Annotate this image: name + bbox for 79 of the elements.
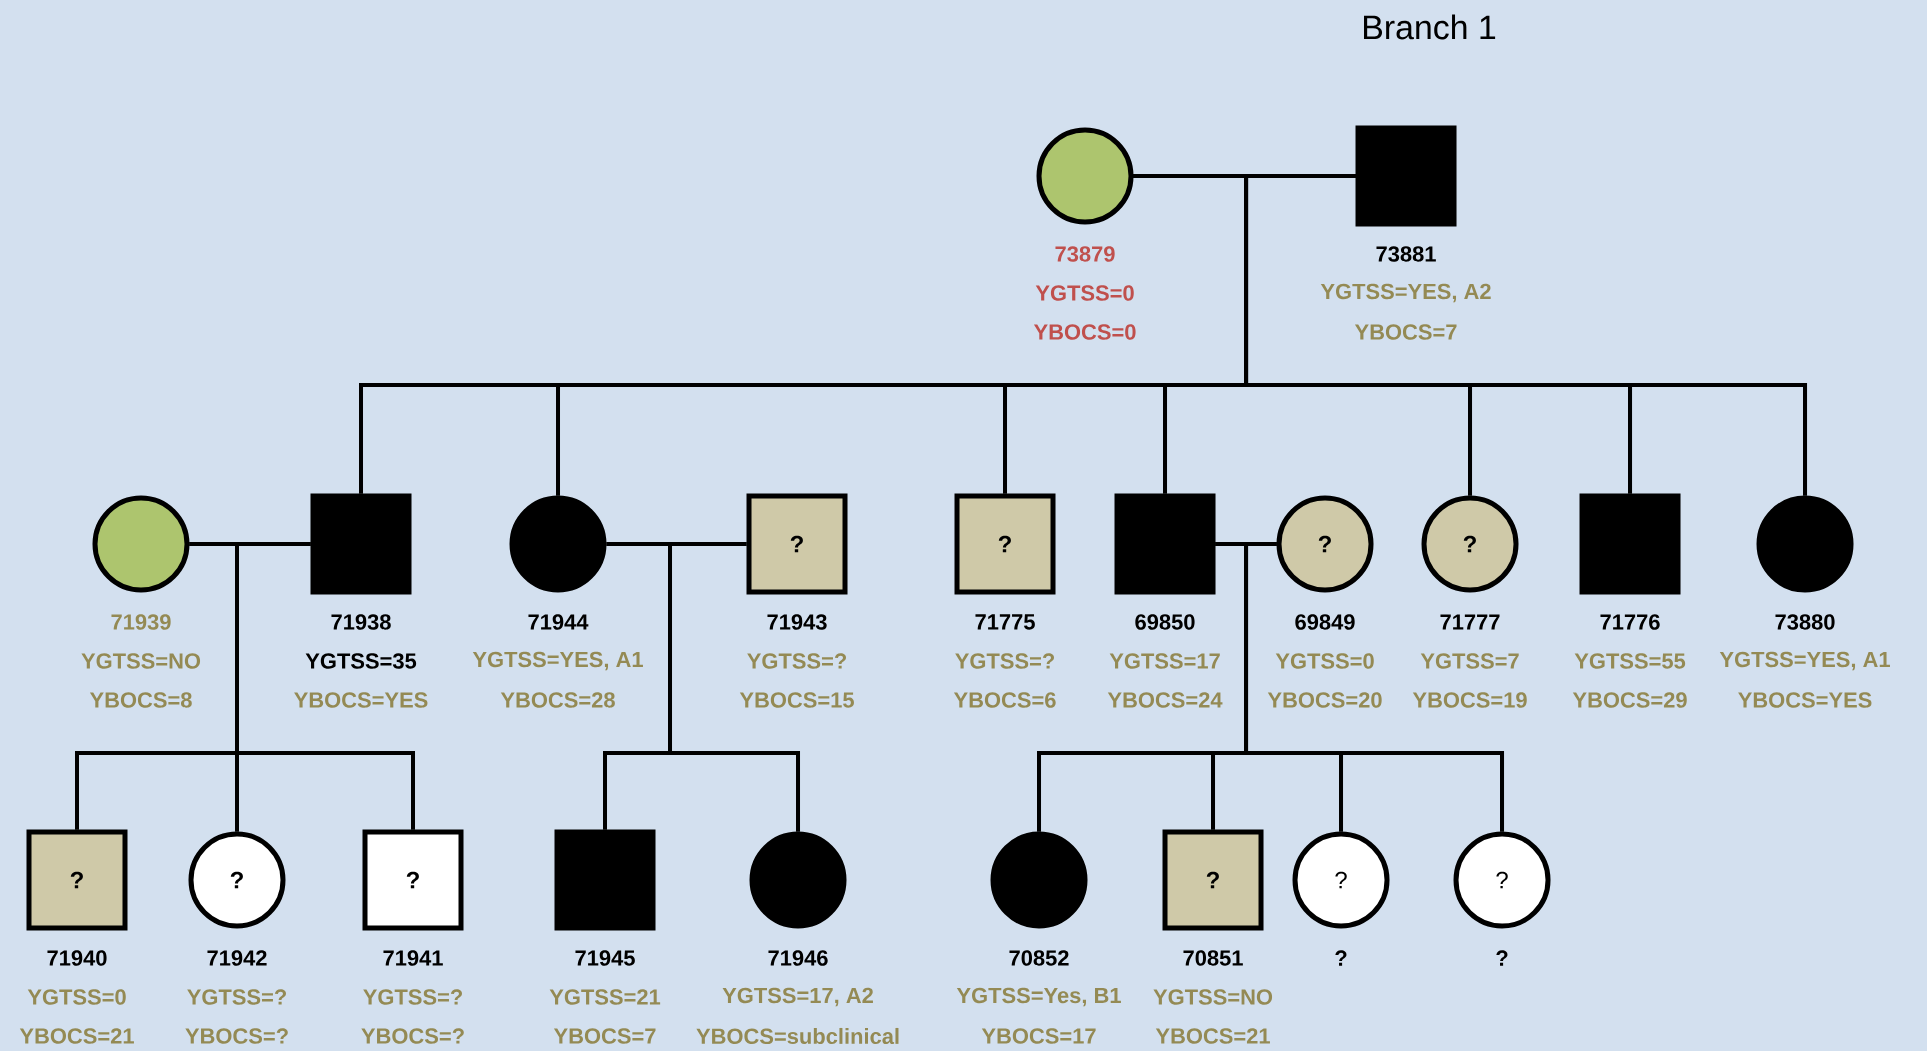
score-label: YGTSS=YES, A2 (1320, 283, 1491, 303)
descent-line (235, 542, 415, 830)
pedigree-circle (990, 831, 1088, 929)
score-label: YBOCS=6 (953, 692, 1056, 708)
score-label: YBOCS=? (361, 1028, 464, 1044)
score-label: YGTSS=NO (1153, 989, 1273, 1005)
score-label: YBOCS=YES (1738, 692, 1872, 708)
id-label: 71941 (383, 950, 443, 966)
score-label: YBOCS=YES (294, 692, 428, 708)
score-label: YBOCS=21 (19, 1028, 134, 1044)
score-label: YGTSS=35 (305, 653, 417, 669)
score-label: YBOCS=20 (1267, 692, 1382, 708)
score-label: YGTSS=0 (1035, 285, 1134, 301)
id-label: 70851 (1183, 950, 1243, 966)
score-label: YGTSS=0 (1275, 653, 1374, 669)
pedigree-circle (1756, 495, 1854, 593)
id-label: 71775 (975, 614, 1035, 630)
id-label: 69849 (1295, 614, 1355, 630)
score-label: YGTSS=YES, A1 (472, 651, 643, 671)
score-label: YBOCS=24 (1107, 692, 1223, 708)
descent-line (668, 542, 800, 832)
id-label: 71777 (1440, 614, 1500, 630)
pedigree-circle (1036, 127, 1134, 225)
score-label: YBOCS=8 (89, 692, 192, 708)
id-label: 73881 (1376, 246, 1436, 262)
id-label: ? (1335, 950, 1347, 966)
id-label: 69850 (1135, 614, 1195, 630)
id-label: 71945 (575, 950, 635, 966)
id-label: 71939 (111, 614, 171, 630)
score-label: YBOCS=0 (1033, 324, 1136, 340)
id-label: ? (1496, 950, 1508, 966)
score-label: YBOCS=? (185, 1028, 288, 1044)
score-label: YBOCS=28 (500, 692, 615, 708)
pedigree-square (554, 829, 656, 931)
score-label: YGTSS=0 (27, 989, 126, 1005)
score-label: YBOCS=subclinical (696, 1027, 899, 1045)
pedigree-square: ? (26, 829, 128, 931)
score-label: YBOCS=7 (553, 1028, 656, 1044)
score-label: YBOCS=19 (1412, 692, 1527, 708)
id-label: 71946 (768, 950, 828, 966)
score-label: YGTSS=7 (1420, 653, 1519, 669)
score-label: YGTSS=17 (1109, 653, 1220, 669)
title: Branch 1 (1364, 14, 1496, 40)
pedigree-square: ? (1162, 829, 1264, 931)
id-label: 73880 (1775, 614, 1835, 630)
score-label: YBOCS=21 (1155, 1028, 1270, 1044)
pedigree-square (1114, 493, 1216, 595)
score-label: YBOCS=7 (1354, 324, 1457, 340)
id-label: 71942 (207, 950, 267, 966)
score-label: YGTSS=55 (1574, 653, 1686, 669)
pedigree-circle (509, 495, 607, 593)
id-label: 71943 (767, 614, 827, 630)
pedigree-circle (749, 831, 847, 929)
score-label: YGTSS=? (187, 989, 286, 1005)
score-label: YBOCS=29 (1572, 692, 1687, 708)
pedigree-square (1355, 125, 1457, 227)
descent-line (1244, 174, 1807, 496)
score-label: YGTSS=21 (549, 989, 661, 1005)
score-label: YBOCS=17 (981, 1028, 1096, 1044)
id-label: 71944 (528, 614, 589, 630)
id-label: 71940 (47, 950, 107, 966)
score-label: YGTSS=? (747, 653, 846, 669)
score-label: YGTSS=NO (81, 653, 201, 669)
id-label: 71938 (331, 614, 391, 630)
score-label: YGTSS=? (955, 653, 1054, 669)
pedigree-square: ? (362, 829, 464, 931)
score-label: YBOCS=15 (739, 692, 854, 708)
score-label: YGTSS=? (363, 989, 462, 1005)
pedigree-square (1579, 493, 1681, 595)
id-label: 70852 (1009, 950, 1069, 966)
score-label: YGTSS=17, A2 (722, 987, 873, 1007)
pedigree-square: ? (746, 493, 848, 595)
pedigree-square: ? (954, 493, 1056, 595)
score-label: YGTSS=Yes, B1 (956, 987, 1121, 1007)
pedigree-circle (92, 495, 190, 593)
score-label: YGTSS=YES, A1 (1719, 651, 1890, 671)
id-label: 71776 (1600, 614, 1660, 630)
id-label: 73879 (1055, 246, 1115, 262)
pedigree-square (310, 493, 412, 595)
